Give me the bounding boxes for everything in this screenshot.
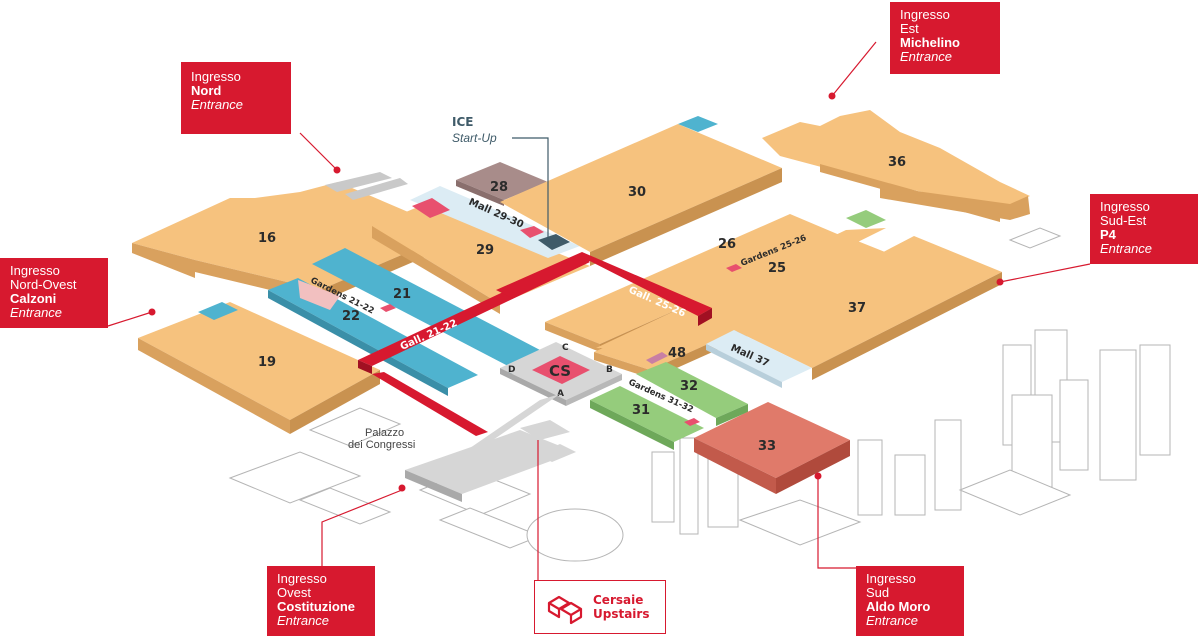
entrance-nord-line1: Ingresso [191,69,241,84]
entrance-sud-est[interactable]: Ingresso Sud-Est P4 Entrance [1090,194,1198,264]
entrance-nord-ovest-line2: Nord-Ovest [10,277,77,292]
svg-text:dei Congressi: dei Congressi [348,439,415,451]
hall-29-label: 29 [476,243,494,258]
hall-37[interactable]: 37 [734,236,1002,380]
cersaie-upstairs-line1: Cersaie [593,593,644,607]
hall-19-label: 19 [258,355,276,370]
entrance-nord-name: Nord [191,83,222,98]
entrance-ovest-line2: Ovest [277,585,311,600]
svg-text:A: A [557,389,564,399]
cs-label: CS [549,362,571,380]
hall-36[interactable]: 36 [762,110,1030,222]
hall-22-label: 22 [342,309,360,324]
hall-31[interactable]: 31 [590,386,704,450]
entrance-nord[interactable]: Ingresso Nord Entrance [181,62,291,134]
cersaie-upstairs-logo-icon [547,595,583,625]
hall-16-label: 16 [258,231,276,246]
hall-32[interactable]: 32 [636,362,748,426]
hall-32-label: 32 [680,379,698,394]
hall-31-label: 31 [632,403,650,418]
cersaie-upstairs-text: Cersaie Upstairs [593,593,649,621]
hall-30[interactable]: 30 [500,116,782,266]
entrance-sud[interactable]: Ingresso Sud Aldo Moro Entrance [856,566,964,636]
svg-text:B: B [606,365,613,375]
entrance-leaders [107,41,1091,580]
ice-startup: ICE Start-Up [452,115,549,242]
ice-subtitle: Start-Up [452,131,497,145]
svg-text:C: C [562,343,569,353]
hall-25-label: 25 [768,261,786,276]
hall-48-label: 48 [668,346,686,361]
palazzo-dei-congressi: Palazzo dei Congressi [348,427,415,451]
hall-33[interactable]: 33 [694,402,850,494]
entrance-est-name: Michelino [900,35,960,50]
nord-walkway [325,172,408,200]
entrance-ovest-en: Entrance [277,613,330,628]
hall-26-label: 26 [718,237,736,252]
svg-text:Palazzo: Palazzo [365,427,404,439]
hall-36-label: 36 [888,155,906,170]
entrance-est-line1: Ingresso [900,7,950,22]
entrance-sud-est-name: P4 [1100,227,1116,242]
entrance-sud-est-en: Entrance [1100,241,1153,256]
entrance-sud-est-line2: Sud-Est [1100,213,1147,228]
entrance-est-line2: Est [900,21,919,36]
mall-37: Mall 37 [706,330,812,388]
entrance-nord-ovest-name: Calzoni [10,291,57,306]
entrance-sud-line1: Ingresso [866,571,916,586]
gall-ovest-connector [372,372,488,436]
hall-37-label: 37 [848,301,866,316]
cersaie-upstairs[interactable]: Cersaie Upstairs [534,580,666,634]
entrance-sud-name: Aldo Moro [866,599,931,614]
entrance-est[interactable]: Ingresso Est Michelino Entrance [890,2,1000,74]
ovest-walkway [405,394,576,502]
entrance-nord-ovest-en: Entrance [10,305,63,320]
entrance-nord-en: Entrance [191,97,244,112]
hall-19[interactable]: 19 [138,302,380,434]
entrance-sud-est-line1: Ingresso [1100,199,1150,214]
entrance-ovest-line1: Ingresso [277,571,327,586]
entrance-sud-en: Entrance [866,613,919,628]
entrance-dots [148,92,1004,492]
cersaie-upstairs-line2: Upstairs [593,607,650,621]
entrance-sud-line2: Sud [866,585,890,600]
hall-21-label: 21 [393,287,411,302]
ice-title: ICE [452,115,473,129]
entrance-ovest[interactable]: Ingresso Ovest Costituzione Entrance [267,566,375,636]
entrance-nord-ovest[interactable]: Ingresso Nord-Ovest Calzoni Entrance [0,258,108,328]
hall-33-label: 33 [758,439,776,454]
entrance-ovest-name: Costituzione [277,599,355,614]
hall-48[interactable]: 48 [646,346,686,364]
hall-28-label: 28 [490,180,508,195]
service-centre[interactable]: CS A B C D [500,342,622,406]
hall-30-label: 30 [628,185,646,200]
hall-22[interactable]: 22 [268,278,478,396]
entrance-nord-ovest-line1: Ingresso [10,263,60,278]
svg-text:D: D [508,365,515,375]
hall-28[interactable]: 28 [456,162,548,206]
entrance-est-en: Entrance [900,49,953,64]
